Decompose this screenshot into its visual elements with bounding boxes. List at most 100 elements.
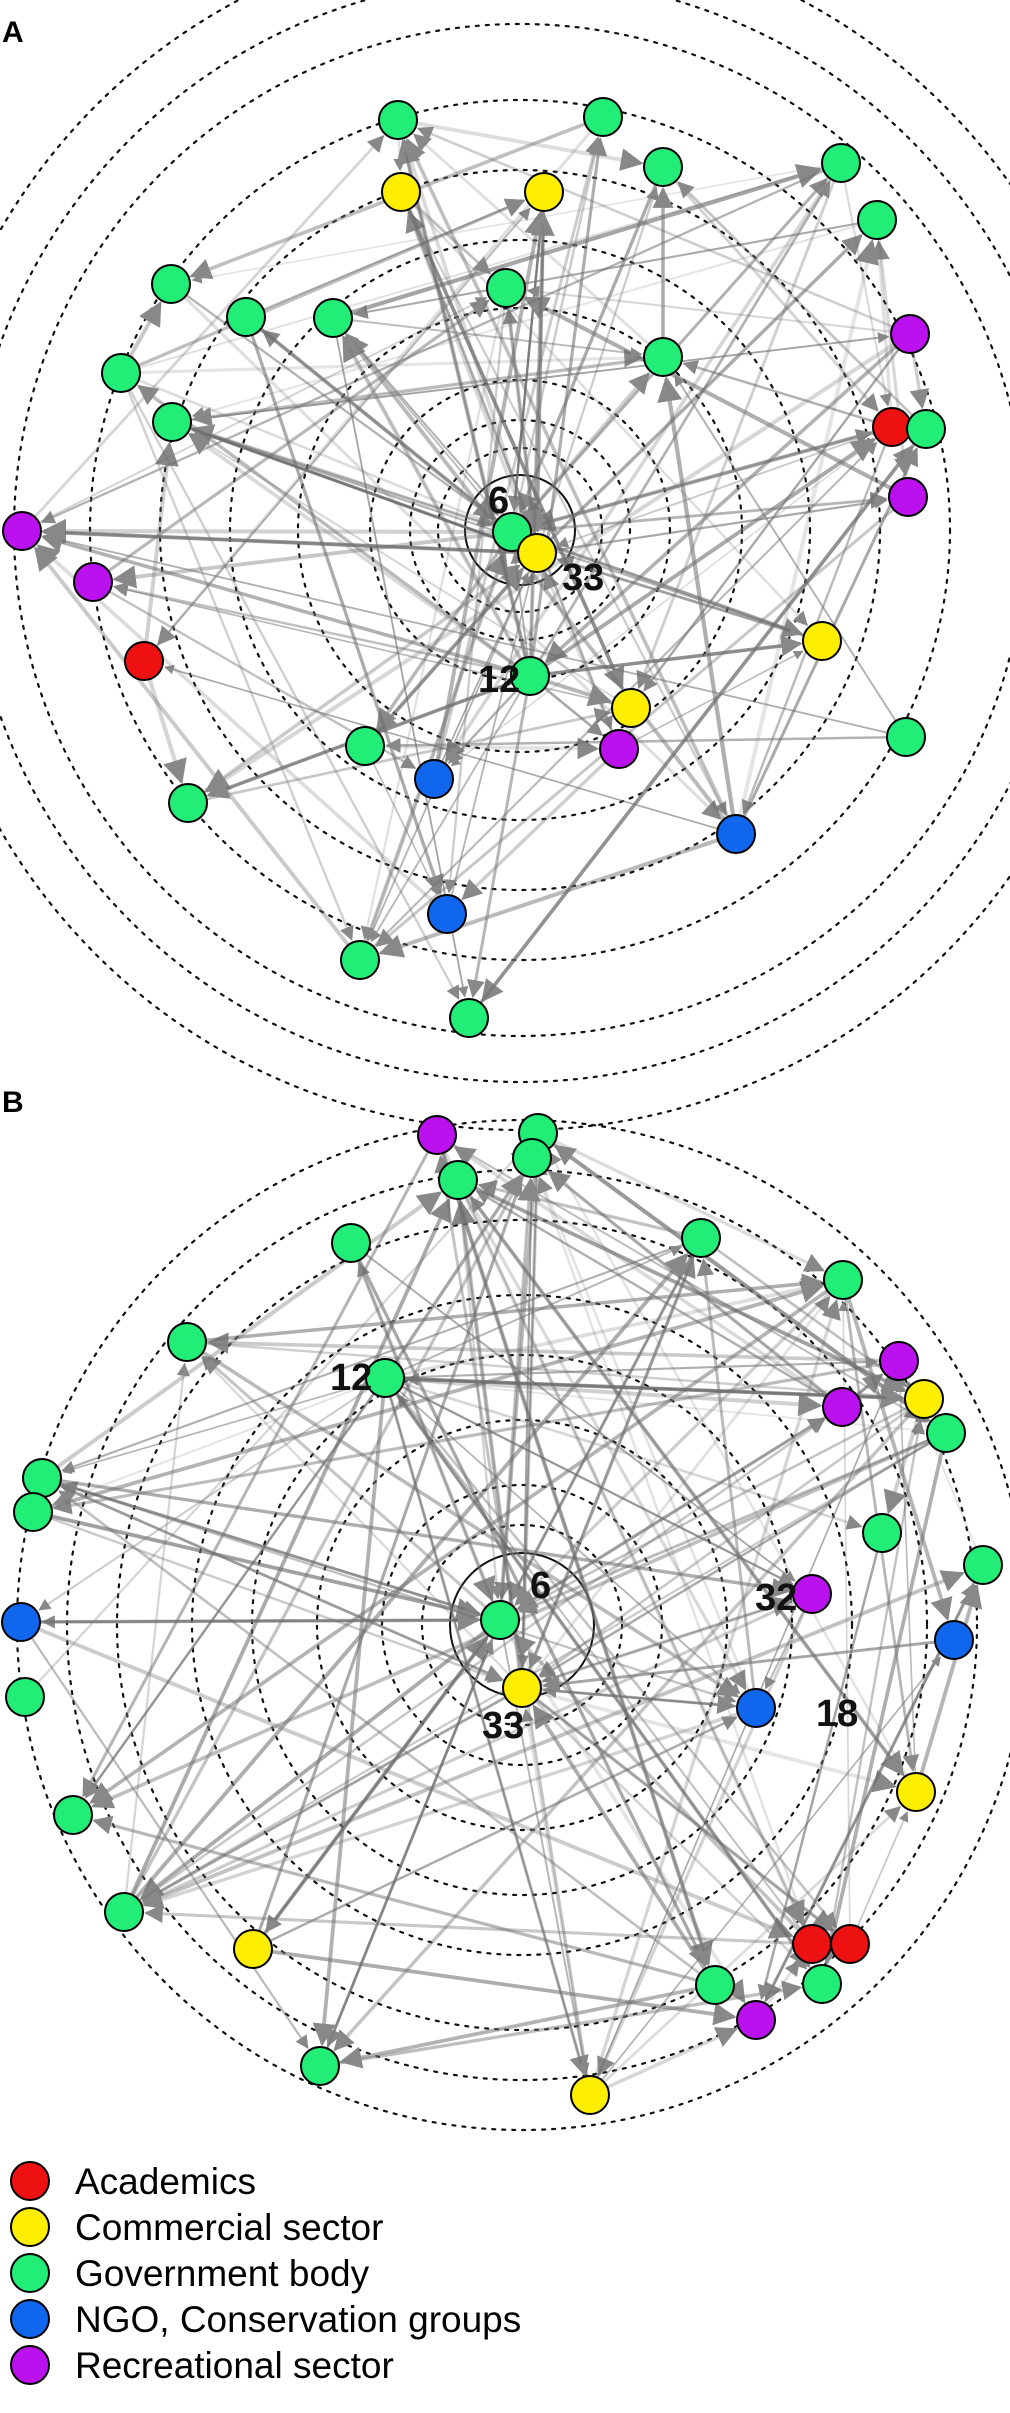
node [104,1892,144,1932]
edge-arrow [538,1397,925,1677]
edge-arrow [536,495,888,555]
edge-arrow [384,1376,863,1530]
node [792,1924,832,1964]
edge-arrow [186,1340,904,1404]
ring [16,1119,1010,2131]
edge-arrow [41,1476,737,1704]
edge-arrow [365,531,513,941]
edge-arrow [528,1237,703,1670]
edge-arrow [510,212,548,533]
edge-arrow [588,1299,841,2096]
edge-arrow [536,1177,814,1945]
edge-arrow [741,426,894,815]
edge-arrow [370,675,531,943]
legend-label: Government body [75,2253,370,2294]
edge-arrow [499,1417,825,1622]
edge-arrow [399,191,613,730]
edge-arrow [171,332,890,423]
edge-arrow [384,1377,741,1695]
edge-arrow [520,1686,835,1932]
edge-arrow [839,162,892,407]
node [152,402,192,442]
node [888,477,928,517]
node-label: 6 [488,480,509,522]
edge-arrow [432,211,548,780]
node [233,1929,273,1969]
edge-arrow [547,1170,844,1409]
edge-arrow [532,1704,717,1987]
node [345,726,385,766]
legend-swatch [10,2345,50,2385]
edge-arrow [384,1278,824,1380]
edge-arrow [416,126,911,336]
edge-arrow [378,832,737,958]
edge-arrow [467,444,914,1020]
node-label: 12 [330,1357,372,1399]
node [510,656,550,696]
edge-arrow [245,199,525,318]
edge-arrow [332,317,469,998]
legend-label: NGO, Conservation groups [75,2299,521,2340]
panel-a-edges [20,115,930,1020]
edge-arrow [360,287,508,940]
node-label: 33 [482,1705,524,1747]
edge-arrow [384,1245,682,1379]
edge-arrow [510,372,650,534]
edge-arrow [535,233,863,555]
edge-arrow [511,493,888,534]
edge-arrow [21,297,488,532]
edge-arrow [518,1431,947,1614]
edge-arrow [511,429,873,534]
node [486,268,526,308]
edge-arrow [120,348,643,375]
legend-label: Academics [75,2161,256,2202]
edge-arrow [516,1132,539,1668]
edge-arrow [41,1476,793,1599]
edge-arrow [82,1134,439,1798]
ring [408,418,632,642]
edge-arrow [24,1148,525,1698]
edge-arrow [820,1432,948,1965]
edge-arrow [461,747,621,901]
node [822,1387,862,1427]
node [821,143,861,183]
edge-arrow [841,1279,953,1622]
edge-arrow [589,1656,941,2096]
edge-arrow [528,180,831,677]
edge-arrow [384,1377,587,2075]
edge-arrow [895,1381,917,1793]
edge-arrow [141,1686,523,1903]
node [378,100,418,140]
edge-arrow [406,210,621,750]
node [886,717,926,757]
edge-arrow [339,1983,716,2069]
edge-arrow [589,1805,902,2096]
node-label: 32 [755,1577,797,1619]
edge-arrow [384,1355,879,1380]
edge-arrow [405,137,738,835]
edge-arrow [466,675,532,999]
edge-arrow [849,1811,909,1945]
edge-arrow [141,1432,947,1902]
edge-arrow [112,530,513,589]
edge-arrow [521,1687,834,1932]
node [830,1924,870,1964]
edge-arrow [400,191,727,816]
edge-arrow [122,1252,689,1914]
node [168,783,208,823]
node [879,1341,919,1381]
edge-arrow [34,546,362,962]
edge-arrow [41,521,538,555]
edge-arrow [245,316,496,519]
edge-arrow [538,1176,758,1709]
edge-arrow [41,1476,504,1681]
edge-arrow [20,1609,481,1632]
legend-label: Commercial sector [75,2207,383,2248]
edge-arrow [539,1431,947,1678]
node [695,1965,735,2005]
edge-arrow [137,384,532,678]
edge-arrow [332,317,643,360]
edge-arrow [413,133,664,359]
edge-arrow [383,1376,811,1968]
node [872,407,912,447]
